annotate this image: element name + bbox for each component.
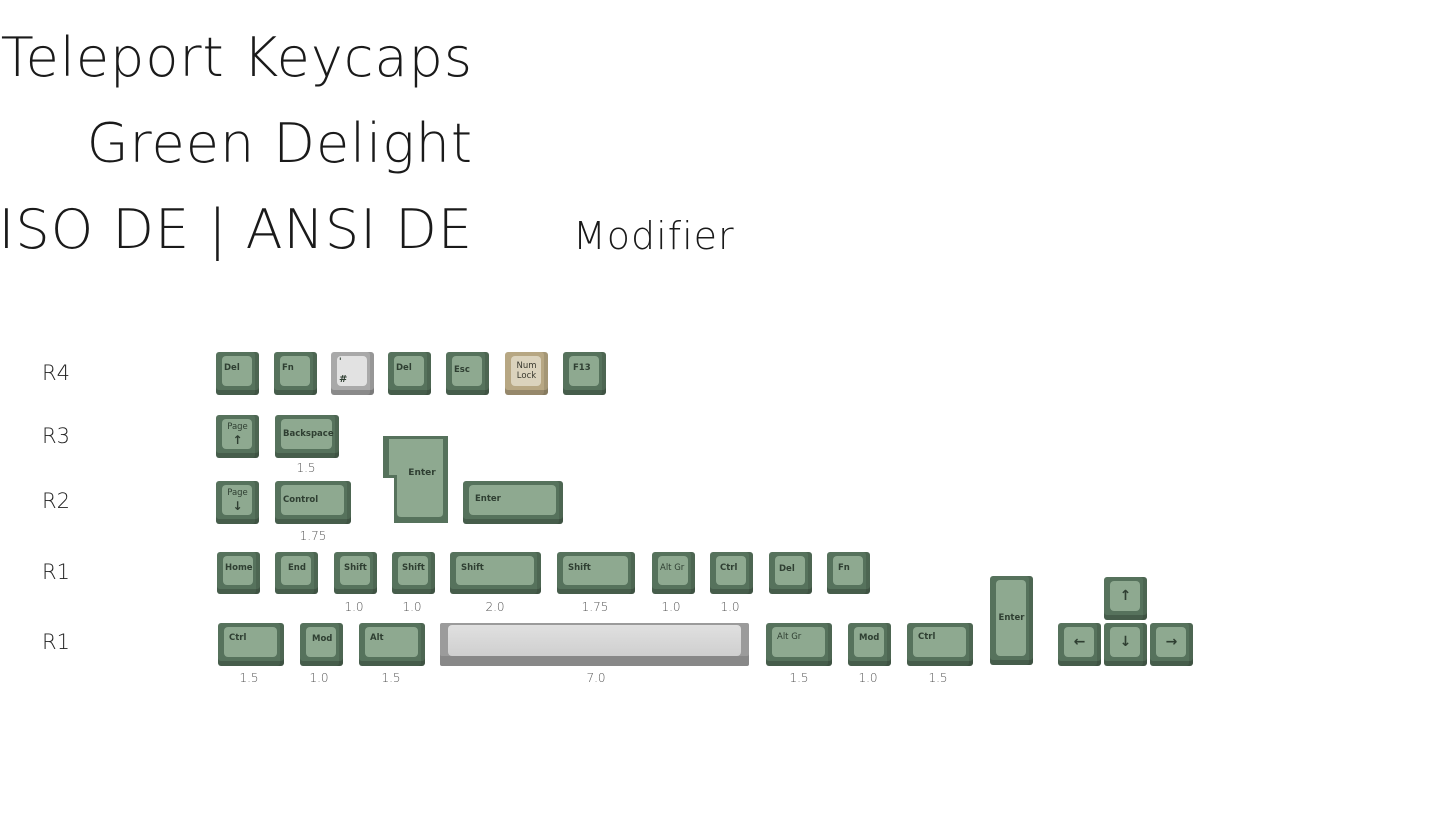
- keycap-arrow-down: ↓: [1104, 623, 1147, 666]
- size-label: 1.5: [928, 671, 948, 685]
- row-label-r3: R3: [42, 424, 70, 448]
- keycap-backspace: Backspace: [275, 415, 339, 458]
- keycap-alt-gr-2: Alt Gr: [766, 623, 832, 666]
- size-label: 1.75: [299, 529, 327, 543]
- section-title: Modifier: [573, 214, 735, 258]
- row-label-r1a: R1: [42, 560, 70, 584]
- row-label-r1b: R1: [42, 630, 70, 654]
- keycap-arrow-up: ↑: [1104, 577, 1147, 620]
- keycap-home: Home: [217, 552, 260, 594]
- keycap-arrow-right: →: [1150, 623, 1193, 666]
- keycap-ctrl: Ctrl: [710, 552, 753, 594]
- keycap-page-down: Page↓: [216, 481, 259, 524]
- arrow-right-icon: →: [1165, 634, 1178, 650]
- arrow-left-icon: ←: [1073, 634, 1086, 650]
- size-label: 1.5: [381, 671, 401, 685]
- size-label: 1.0: [344, 600, 364, 614]
- size-label: 1.0: [309, 671, 329, 685]
- keycap-page-up: Page↑: [216, 415, 259, 458]
- keycap-shift-2: Shift: [392, 552, 435, 594]
- size-label: 1.0: [720, 600, 740, 614]
- arrow-up-icon: ↑: [232, 433, 243, 447]
- keycap-control: Control: [275, 481, 351, 524]
- keycap-ctrl-left: Ctrl: [218, 623, 284, 666]
- keycap-mod-right: Mod: [848, 623, 891, 666]
- row-label-r4: R4: [42, 361, 70, 385]
- size-label: 1.75: [581, 600, 609, 614]
- keycap-shift-1: Shift: [334, 552, 377, 594]
- keycap-esc: Esc: [446, 352, 489, 395]
- size-label: 2.0: [485, 600, 505, 614]
- keycap-del-2: Del: [388, 352, 431, 395]
- keycap-hash: '#: [331, 352, 374, 395]
- keycap-arrow-left: ←: [1058, 623, 1101, 666]
- keycap-end: End: [275, 552, 318, 594]
- keycap-fn: Fn: [274, 352, 317, 395]
- keycap-mod-left: Mod: [300, 623, 343, 666]
- row-label-r2: R2: [42, 489, 70, 513]
- keycap-iso-enter: Enter: [383, 436, 448, 523]
- keycap-numpad-enter: Enter: [990, 576, 1033, 665]
- size-label: 1.0: [402, 600, 422, 614]
- keycap-shift-3: Shift: [450, 552, 541, 594]
- keycap-alt: Alt: [359, 623, 425, 666]
- size-label: 1.5: [239, 671, 259, 685]
- keycap-f13: F13: [563, 352, 606, 395]
- keycap-del: Del: [216, 352, 259, 395]
- keycap-alt-gr: Alt Gr: [652, 552, 695, 594]
- arrow-down-icon: ↓: [1119, 634, 1132, 650]
- keycap-shift-4: Shift: [557, 552, 635, 594]
- arrow-down-icon: ↓: [232, 499, 243, 513]
- keycap-enter-ansi: Enter: [463, 481, 563, 524]
- iso-enter-label: Enter: [408, 468, 436, 478]
- keycap-spacebar: [440, 623, 749, 666]
- keycap-fn-2: Fn: [827, 552, 870, 594]
- title-layout: ISO DE | ANSI DE: [0, 198, 473, 261]
- title-colorway: Green Delight: [86, 112, 473, 175]
- size-label: 1.0: [858, 671, 878, 685]
- keycap-ctrl-right: Ctrl: [907, 623, 973, 666]
- size-label: 1.5: [789, 671, 809, 685]
- size-label: 7.0: [586, 671, 606, 685]
- title-brand: Teleport Keycaps: [0, 26, 473, 89]
- arrow-up-icon: ↑: [1119, 588, 1132, 604]
- size-label: 1.5: [296, 461, 316, 475]
- keycap-del-3: Del: [769, 552, 812, 594]
- size-label: 1.0: [661, 600, 681, 614]
